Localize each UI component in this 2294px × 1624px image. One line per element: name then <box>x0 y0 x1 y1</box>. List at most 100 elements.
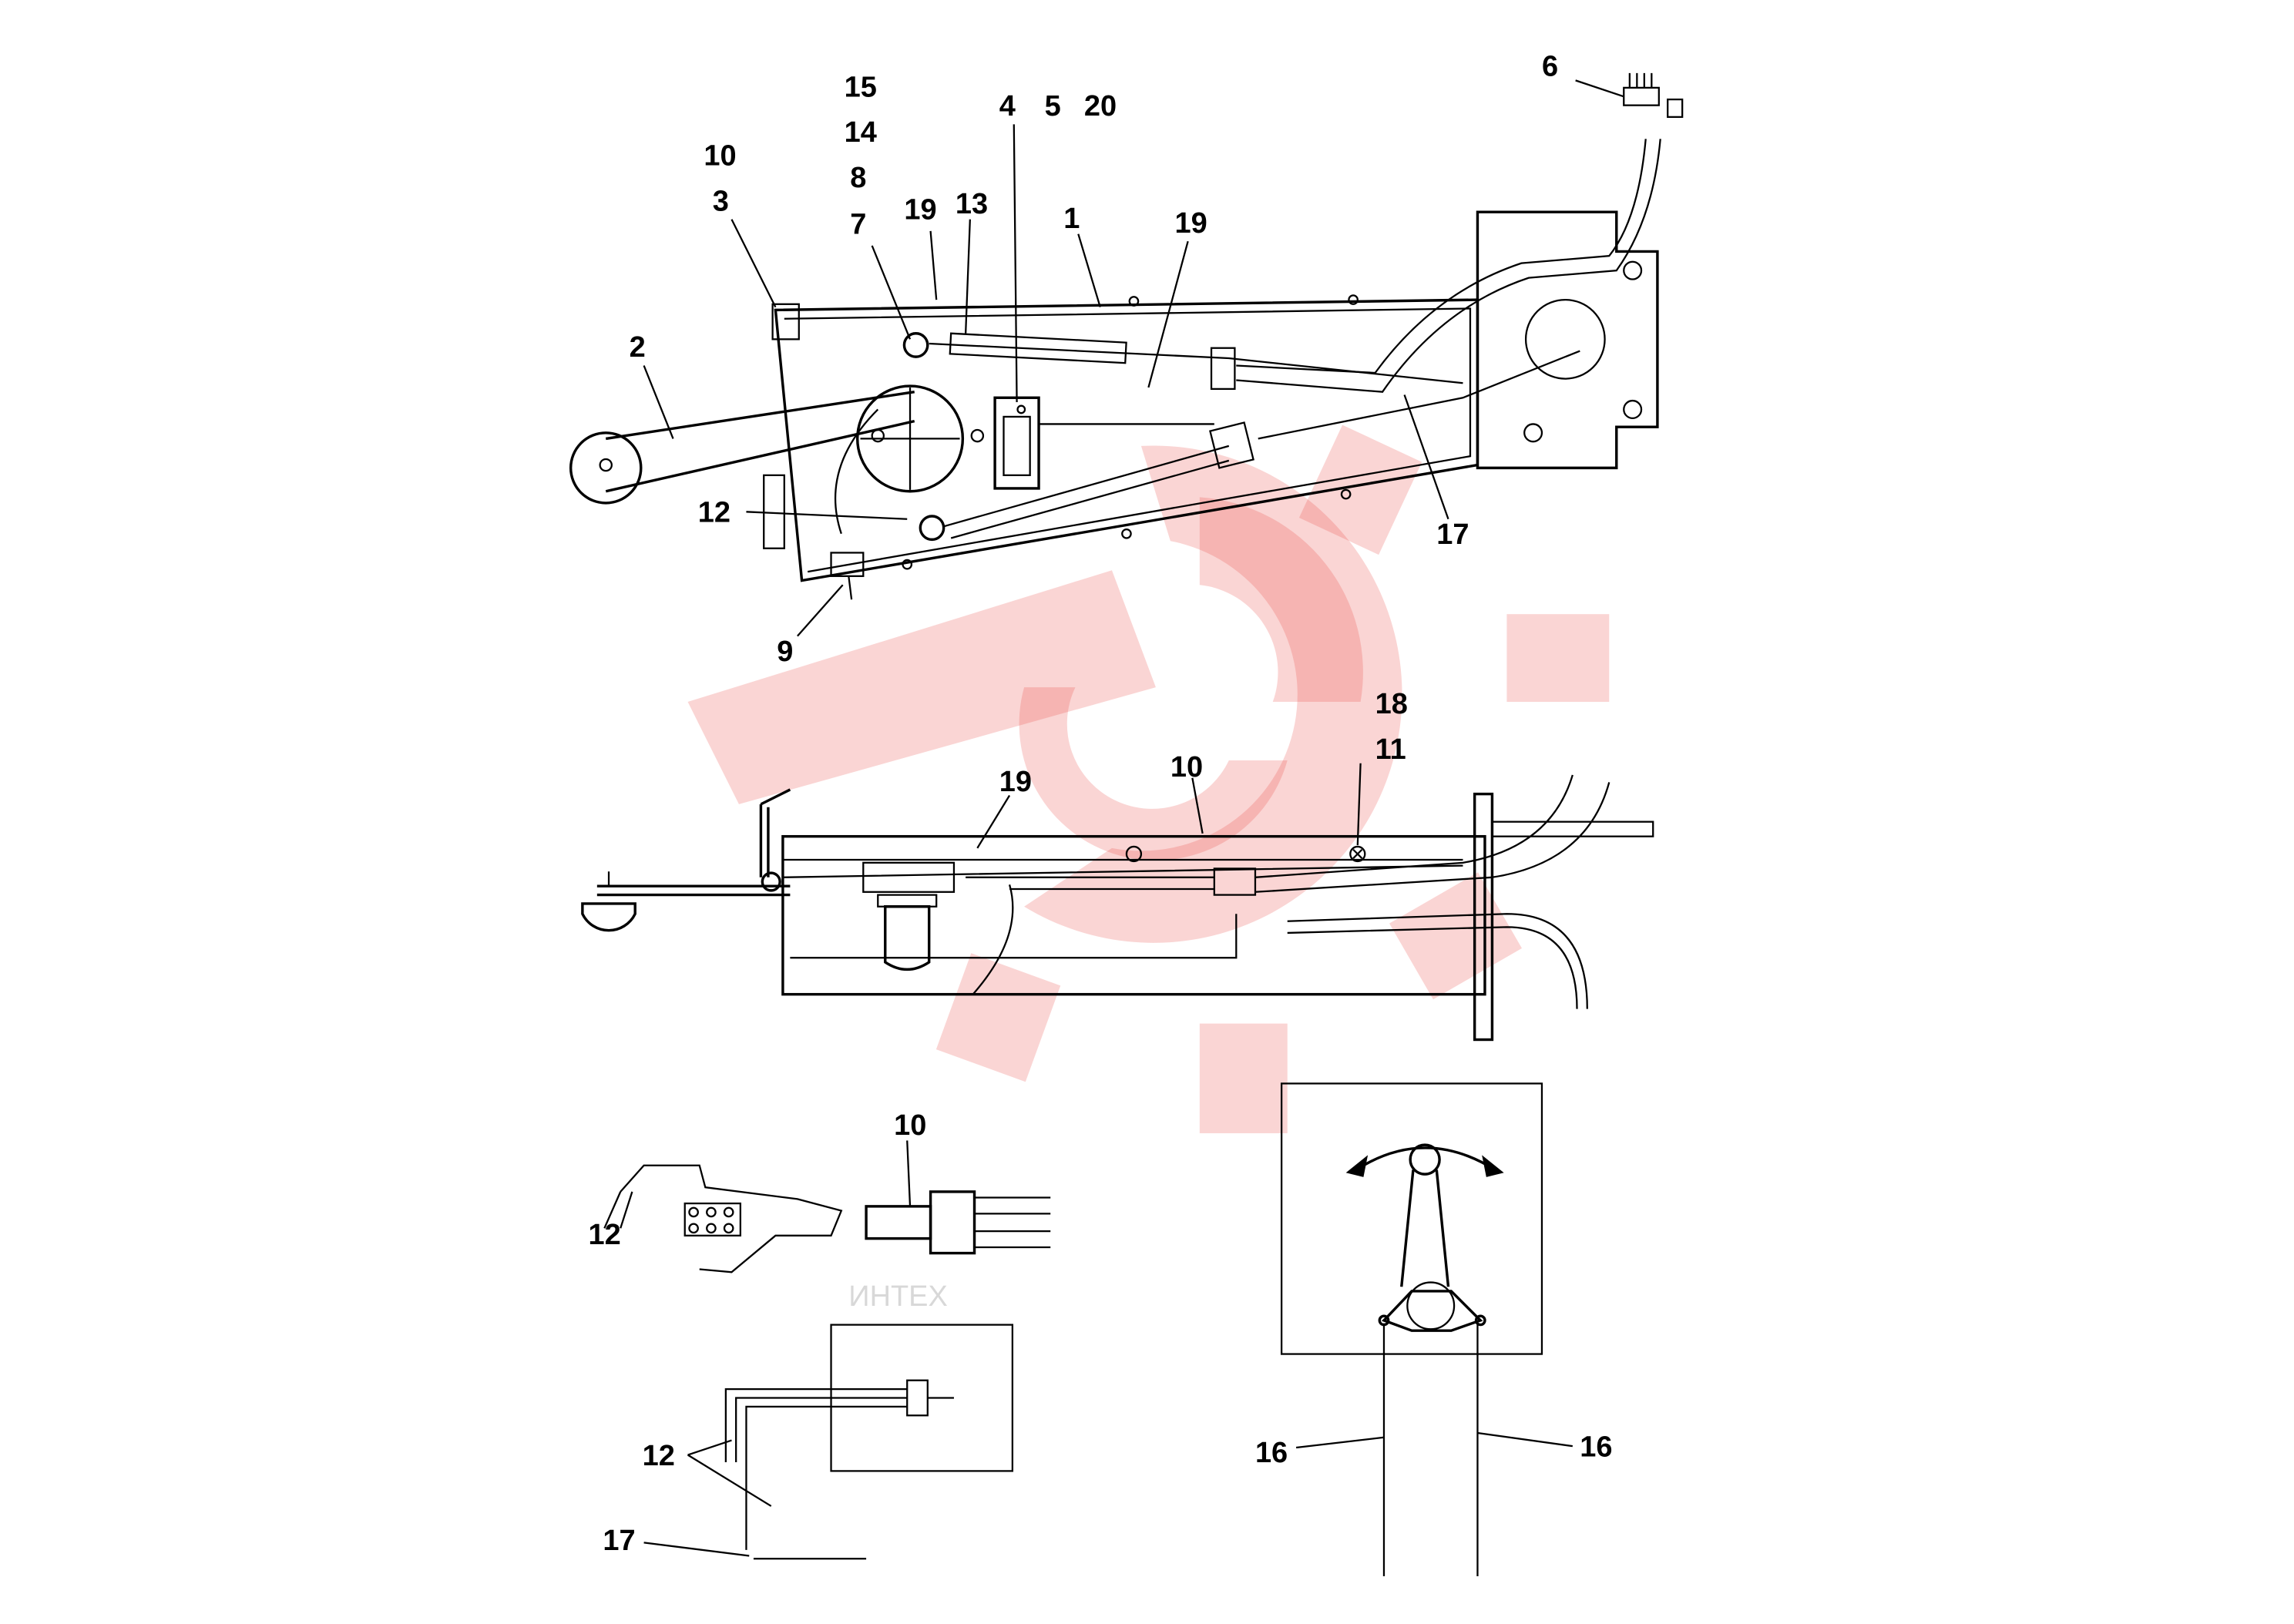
callout-label: 2 <box>630 331 646 364</box>
callout-label: 6 <box>1542 51 1558 83</box>
callout-label: 9 <box>777 636 793 668</box>
connector-6 <box>1623 86 1660 106</box>
pin <box>706 1206 717 1218</box>
leader-lines <box>643 79 1624 637</box>
detail-switch-12 <box>603 1164 843 1273</box>
cylinder-nut-side <box>1213 867 1257 896</box>
lever-cables <box>1382 1323 1479 1577</box>
connector-pins <box>1628 72 1653 88</box>
lever-shaft <box>1400 1169 1450 1287</box>
detail-connector-10 <box>865 1140 1051 1255</box>
lever-frame <box>1280 1082 1543 1355</box>
screw-11 <box>1349 845 1366 863</box>
plate-hole <box>1523 423 1543 443</box>
plate-hole <box>1623 260 1643 280</box>
harness-17 <box>1236 139 1647 374</box>
lever-leaders <box>1295 1431 1573 1449</box>
callout-label: 10 <box>704 139 736 172</box>
cylinder-upper <box>929 342 1463 384</box>
callout-label: 17 <box>1436 518 1469 551</box>
break-line <box>972 884 1014 995</box>
cable-lines <box>724 1387 908 1550</box>
top-view <box>569 72 1684 637</box>
cam-screw <box>970 428 985 443</box>
callout-label: 10 <box>894 1109 926 1142</box>
callout-label: 1 <box>1063 203 1080 235</box>
cam-screw <box>871 428 885 443</box>
connector-small <box>1667 98 1684 118</box>
cable-leaders <box>643 1439 772 1557</box>
cup-side <box>884 905 931 971</box>
cable-grommet <box>1524 298 1606 380</box>
bolt <box>902 559 913 570</box>
connector-leader <box>906 1140 912 1206</box>
callout-label: 15 <box>845 71 877 103</box>
callout-label: 19 <box>999 766 1032 798</box>
lever-pin <box>1474 1314 1486 1327</box>
callout-label: 10 <box>1171 751 1203 783</box>
bolt <box>1348 294 1359 305</box>
lever-side <box>596 884 791 897</box>
pin <box>688 1223 699 1234</box>
cam-disc <box>855 384 965 493</box>
switch-block <box>683 1202 741 1236</box>
pin <box>723 1206 734 1218</box>
roller-axle <box>599 458 613 472</box>
bracket-3 <box>771 303 800 341</box>
cylinder-side <box>966 876 1214 891</box>
motion-arc <box>1355 1146 1496 1171</box>
callout-label: 16 <box>1255 1437 1288 1469</box>
cylinder-upper-body <box>949 332 1127 364</box>
mounting-plate-side <box>1473 792 1494 1042</box>
arrow-left-icon <box>1345 1155 1369 1177</box>
screw-cross <box>1352 848 1363 859</box>
callout-label: 17 <box>603 1525 635 1557</box>
switch-leader <box>603 1191 633 1229</box>
cylinder-lower <box>943 445 1230 539</box>
lever-base <box>1381 1290 1483 1332</box>
callout-label: 12 <box>588 1219 620 1251</box>
cup-rim <box>877 894 938 908</box>
detail-cable <box>643 1324 1014 1560</box>
switch-outline <box>620 1164 843 1273</box>
pivot-7 <box>902 332 929 358</box>
housing-rail <box>782 858 1463 878</box>
pin <box>688 1206 699 1218</box>
callout-label: 14 <box>845 116 877 149</box>
harness-17c <box>1258 350 1580 440</box>
rod-side <box>790 914 1238 959</box>
cable-side-2 <box>1254 782 1611 893</box>
pivot-side <box>761 871 781 892</box>
callout-label: 11 <box>1375 733 1406 766</box>
watermark-logo <box>687 424 1610 1133</box>
plate-hole <box>1623 399 1643 419</box>
callout-label: 7 <box>850 209 866 241</box>
pivot-12 <box>919 515 945 542</box>
callout-label: 3 <box>713 185 729 217</box>
callout-label: 16 <box>1580 1431 1612 1463</box>
cable-side-1 <box>1254 774 1574 878</box>
callout-label: 19 <box>904 194 936 226</box>
housing-inner <box>784 307 1472 573</box>
connector-pins <box>974 1196 1051 1249</box>
callout-label: 4 <box>999 90 1016 122</box>
callout-label: 8 <box>850 162 866 194</box>
roller-wheel <box>569 431 643 505</box>
wire-loop <box>834 408 879 535</box>
plate-flange <box>1491 820 1654 837</box>
side-view <box>581 763 1654 1042</box>
lever-arm-2 <box>605 390 915 493</box>
bolt <box>1128 296 1140 307</box>
arrow-right-icon <box>1482 1155 1504 1177</box>
switch-body <box>1003 415 1031 476</box>
callout-label: 13 <box>956 188 988 220</box>
cam-side <box>862 861 956 893</box>
screw-11-alt <box>1125 845 1143 863</box>
detail-lever-16 <box>1280 1082 1573 1577</box>
pin <box>723 1223 734 1234</box>
cable-side-3 <box>1287 913 1588 1009</box>
mounting-plate <box>1476 210 1659 470</box>
harness-17b <box>1236 139 1661 393</box>
watermark-text: ИНТЕХ <box>848 1280 948 1313</box>
side-plate <box>763 474 785 549</box>
